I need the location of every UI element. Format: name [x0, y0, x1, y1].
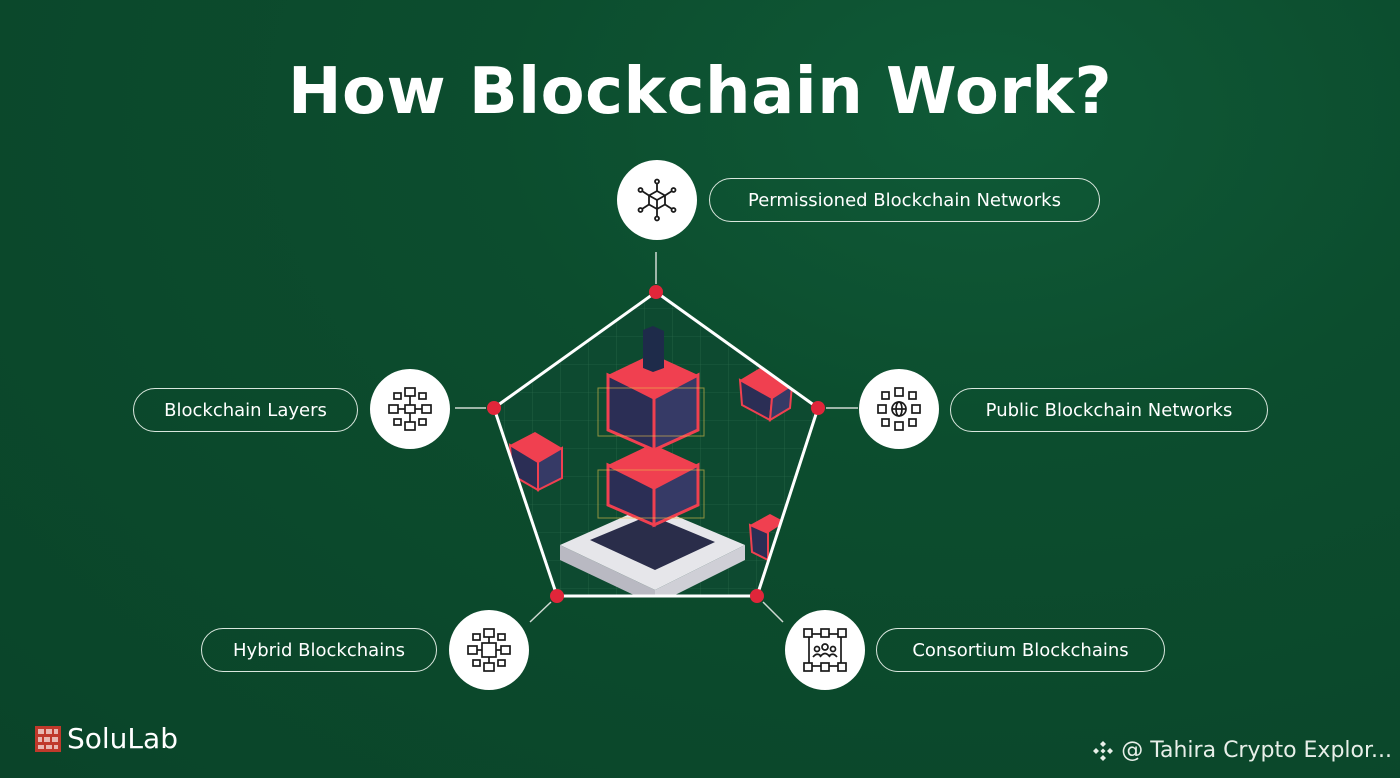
vertex-dot — [750, 589, 764, 603]
central-illustration — [494, 292, 818, 596]
connector-bottom-left — [529, 601, 552, 623]
consortium-group-icon — [785, 610, 865, 690]
watermark-text: @ Tahira Crypto Explor... — [1121, 738, 1392, 763]
node-label-permissioned: Permissioned Blockchain Networks — [709, 178, 1100, 222]
page-title: How Blockchain Work? — [287, 55, 1113, 129]
binance-icon — [1093, 740, 1114, 761]
brand-name: SoluLab — [67, 722, 178, 755]
vertex-dot — [811, 401, 825, 415]
node-label-layers: Blockchain Layers — [133, 388, 358, 432]
hybrid-network-icon — [449, 610, 529, 690]
vertex-dot — [649, 285, 663, 299]
node-label-hybrid: Hybrid Blockchains — [201, 628, 437, 672]
connector-bottom-right — [762, 601, 784, 623]
solulab-logo-icon — [35, 725, 61, 752]
pentagon-outline — [492, 290, 820, 598]
vertex-dot — [487, 401, 501, 415]
node-label-public: Public Blockchain Networks — [950, 388, 1268, 432]
node-label-consortium: Consortium Blockchains — [876, 628, 1165, 672]
globe-cubes-icon — [859, 369, 939, 449]
watermark: @ Tahira Crypto Explor... — [1091, 738, 1392, 763]
vertex-dot — [550, 589, 564, 603]
brand-logo: SoluLab — [35, 722, 178, 755]
layered-network-icon — [370, 369, 450, 449]
network-cube-icon — [617, 160, 697, 240]
